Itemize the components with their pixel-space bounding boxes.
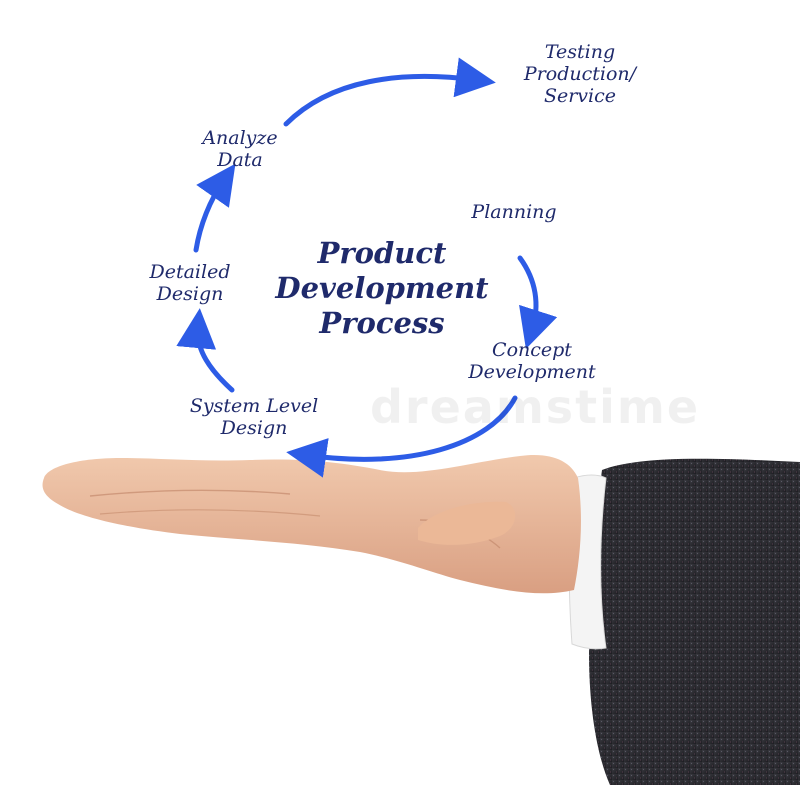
step-label-line: Analyze [202,127,278,149]
step-label-line: Concept [492,339,572,361]
sleeve-icon [589,458,800,785]
watermark: dreamstime [370,380,701,434]
step-label-line: Development [468,360,596,383]
step-analyze-data: Analyze Data [182,127,298,172]
step-label-line: Detailed [149,261,231,283]
arrow-concept-to-system-level [286,395,518,478]
center-title-line: Process [319,305,445,340]
open-hand-icon [42,454,581,594]
step-label-line: Planning [471,201,557,223]
step-label-line: Testing [544,41,616,63]
arrow-analyze-to-testing [283,57,496,127]
step-label-line: Data [217,148,263,171]
step-system-level-design: System Level Design [170,395,338,440]
arrow-planning-to-concept [517,255,558,350]
step-detailed-design: Detailed Design [128,261,252,306]
center-title: Product Development Process [252,236,512,340]
arrow-detailed-to-analyze [193,163,236,253]
center-title-line: Product [317,236,447,270]
arrow-system-level-to-detailed [176,308,235,393]
step-label-line: Design [220,416,288,439]
step-label-line: Production/ [523,62,637,85]
step-concept-development: Concept Development [452,339,612,384]
step-label-line: Service [543,84,617,107]
step-planning: Planning [448,201,580,224]
center-title-line: Development [275,270,489,305]
step-label-line: System Level [189,395,319,417]
step-label-line: Design [156,282,224,305]
step-testing-production-service: Testing Production/ Service [488,41,672,108]
